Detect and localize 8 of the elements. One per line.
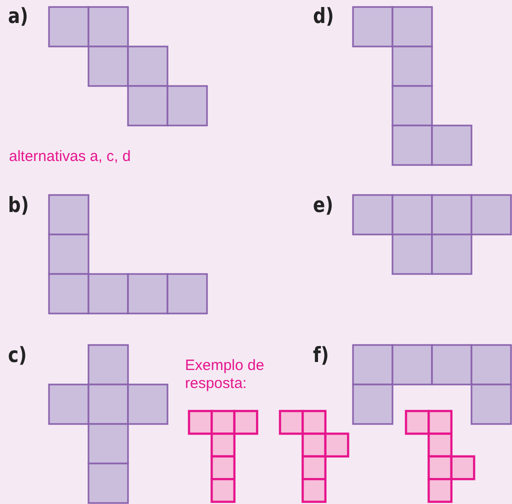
option-letter: a)	[8, 4, 28, 28]
option-letter: c)	[8, 343, 27, 367]
answer-note: alternativas a, c, d	[9, 148, 131, 166]
option-letter: e)	[313, 193, 334, 217]
option-letter: b)	[8, 193, 29, 217]
option-letter: f)	[313, 343, 329, 367]
example-caption: Exemplo de resposta:	[185, 357, 266, 393]
option-letter: d)	[313, 4, 334, 28]
